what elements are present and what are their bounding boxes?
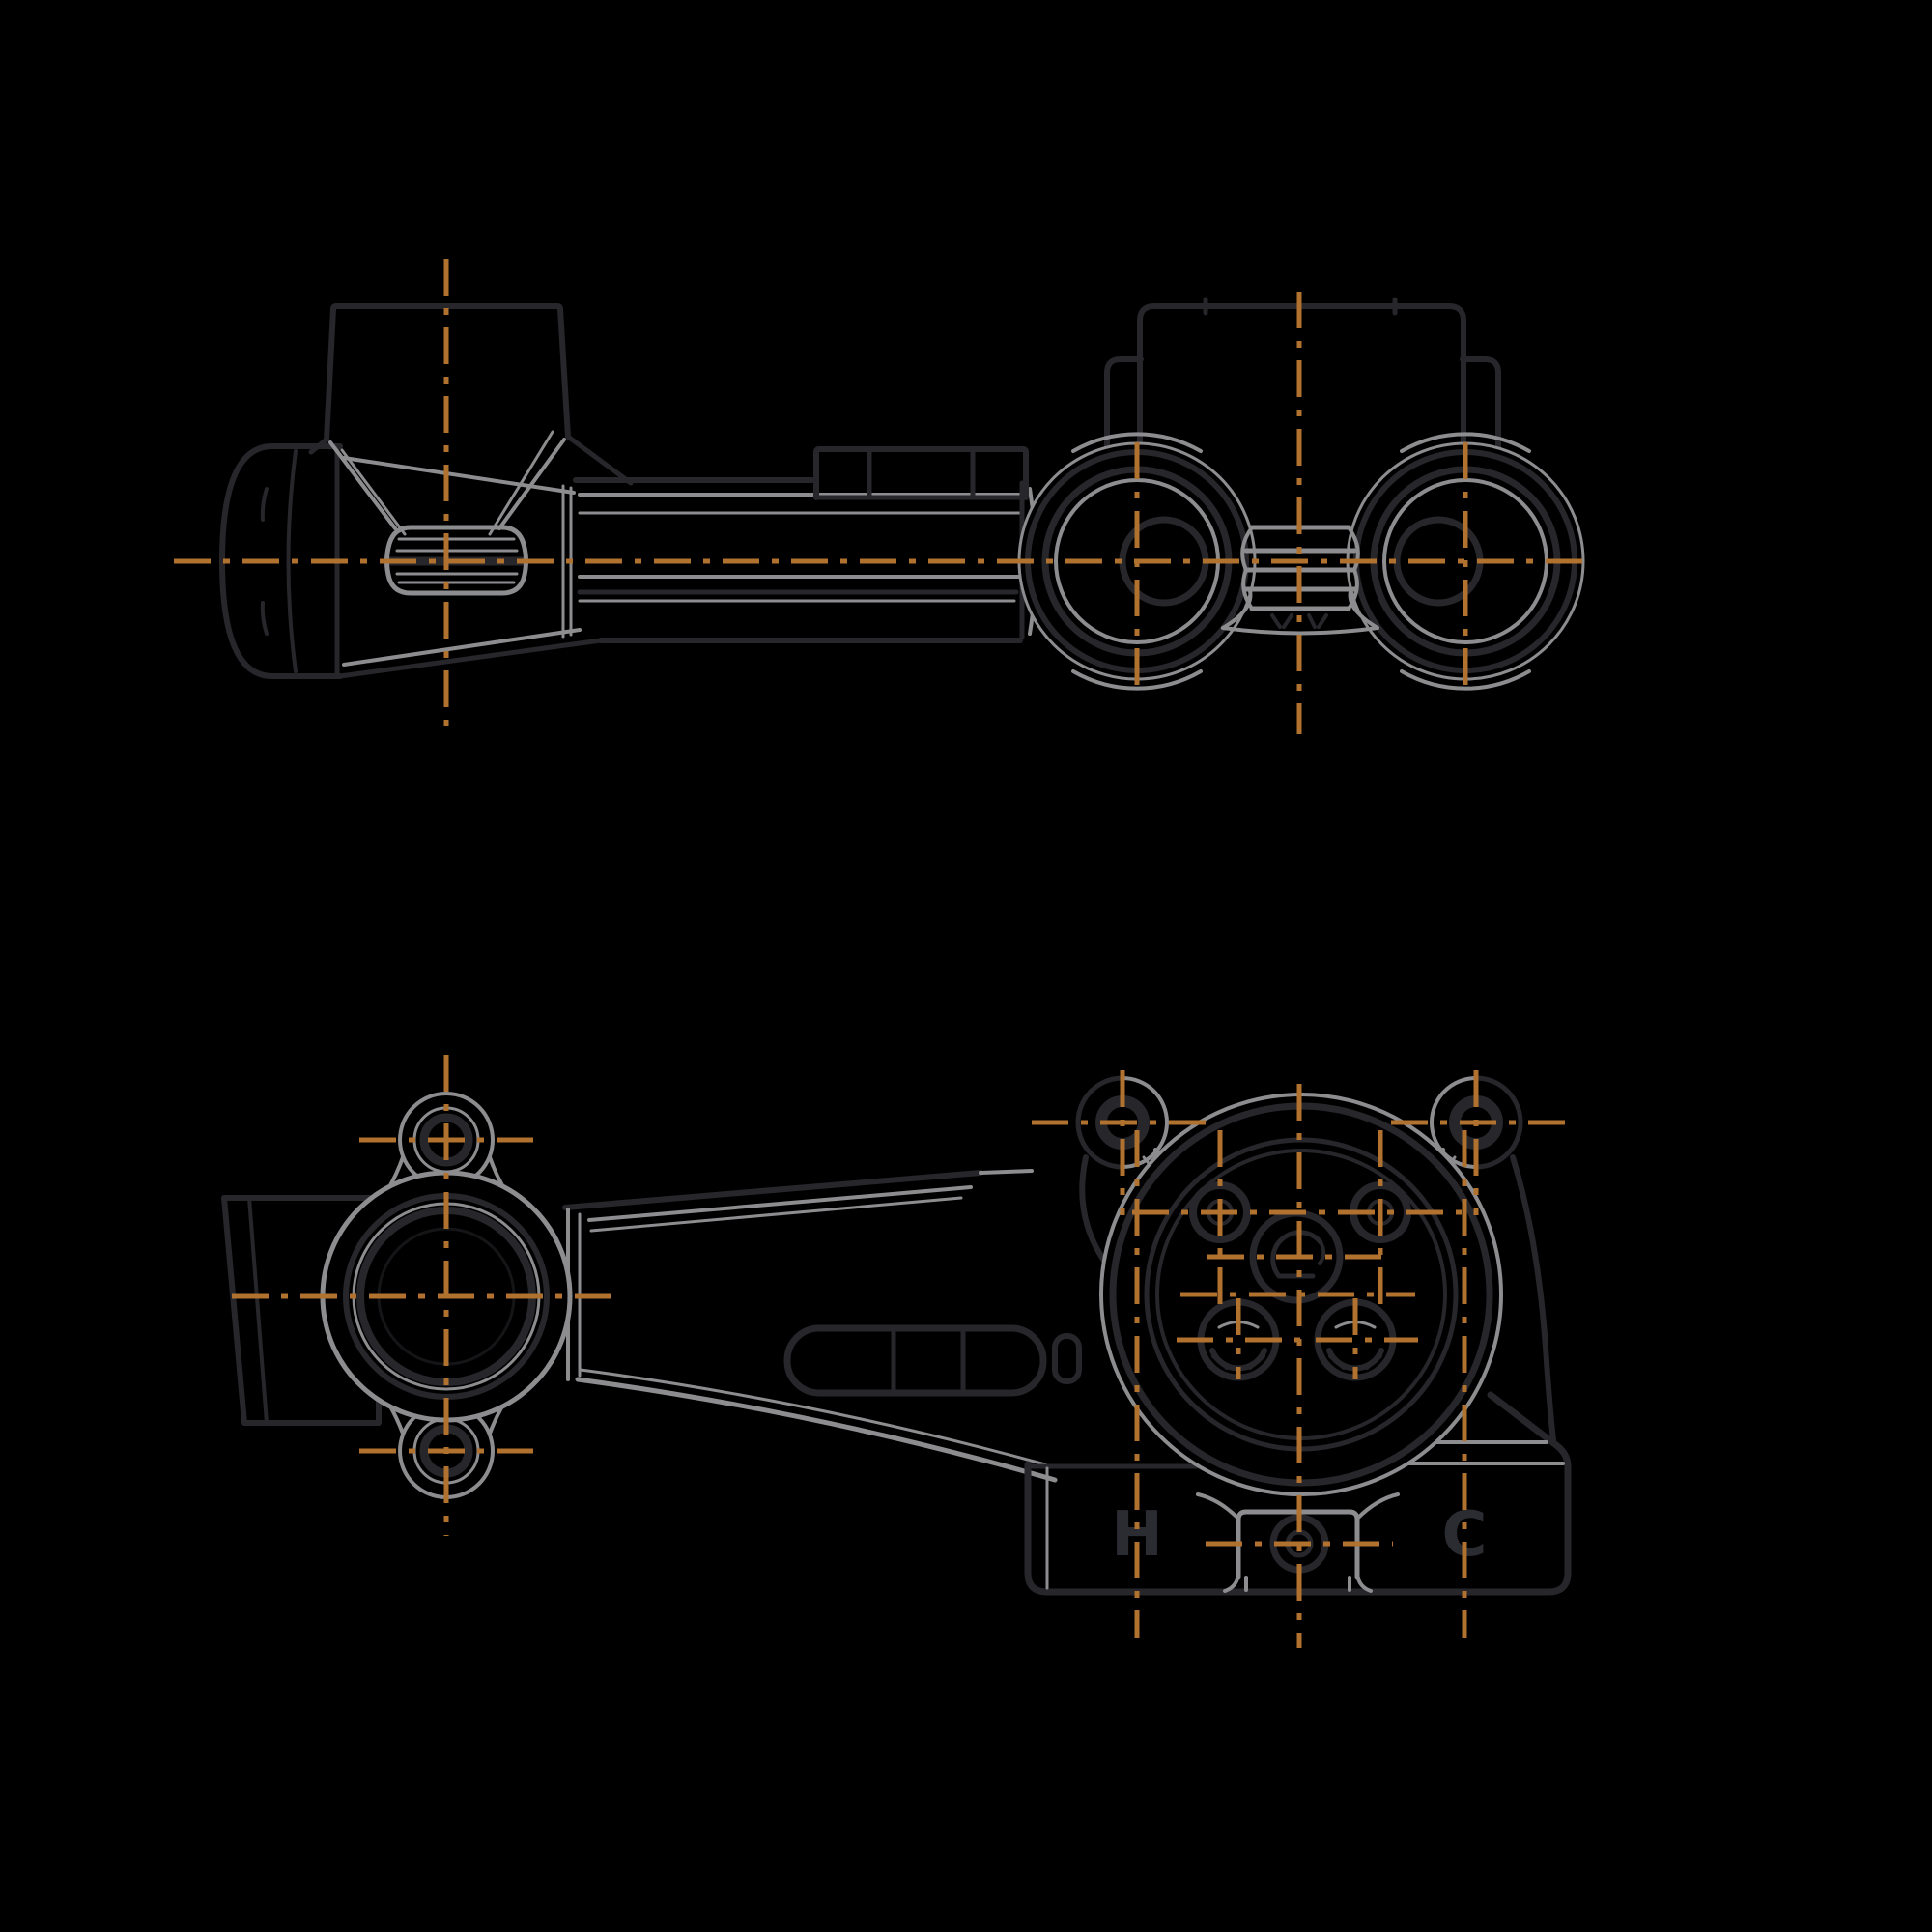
- spout-port-cylinder: [219, 443, 604, 679]
- front-view: H C: [221, 1055, 1572, 1648]
- top-cap-housing: [1104, 297, 1501, 460]
- mounting-tab-block: [813, 446, 1029, 500]
- left-gusset-edge: [1079, 1154, 1112, 1270]
- arm-small-slot: [1052, 1333, 1082, 1384]
- right-gusset-edge: [1510, 1154, 1556, 1443]
- top-view: [174, 259, 1585, 734]
- spout-drop-pipe: [221, 1195, 382, 1426]
- top-view-centerlines: [174, 259, 1584, 734]
- riser-tower: [308, 303, 634, 536]
- arm-window-slot: [783, 1324, 1047, 1397]
- connecting-arm: [562, 1169, 1082, 1483]
- top-ear-hole: [419, 1113, 473, 1167]
- front-view-centerlines: [232, 1055, 1567, 1648]
